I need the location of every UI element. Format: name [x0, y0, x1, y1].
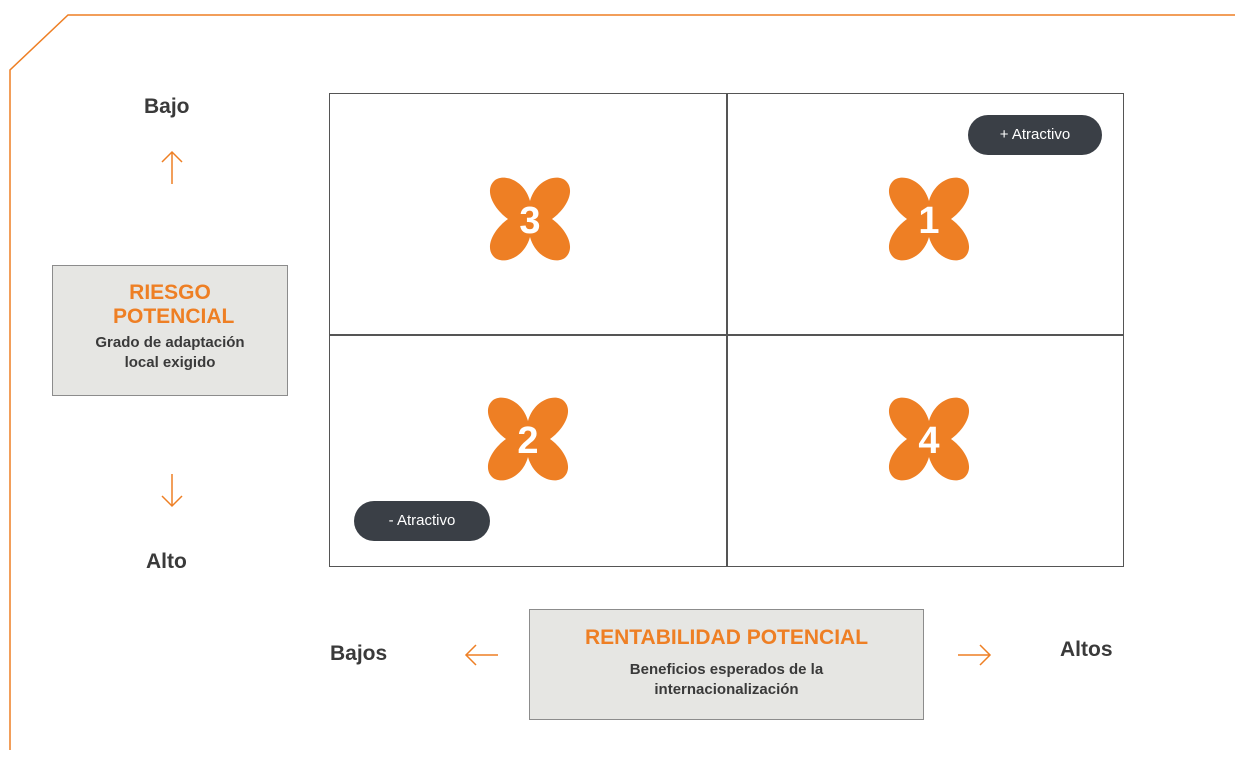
quadrant-4-number: 4 — [918, 420, 939, 462]
arrow-up-icon — [161, 150, 183, 184]
vertical-axis-bottom-label: Alto — [146, 550, 187, 573]
vertical-axis-title: RIESGO POTENCIAL — [113, 281, 235, 328]
matrix-horizontal-divider — [330, 334, 1123, 336]
quadrant-1-marker: 1 — [888, 177, 970, 261]
horizontal-axis-label-box: RENTABILIDAD POTENCIAL Beneficios espera… — [529, 609, 924, 720]
matrix-vertical-divider — [726, 94, 728, 566]
arrow-down-icon — [161, 474, 183, 508]
vertical-axis-subtitle: Grado de adaptación local exigido — [95, 334, 245, 371]
quadrant-4-marker: 4 — [888, 397, 970, 481]
vertical-axis-label-box: RIESGO POTENCIAL Grado de adaptación loc… — [52, 265, 288, 396]
vertical-axis-top-label: Bajo — [144, 95, 190, 118]
quadrant-3-number: 3 — [519, 200, 540, 242]
horizontal-axis-title: RENTABILIDAD POTENCIAL — [584, 626, 869, 649]
arrow-right-icon — [958, 644, 992, 666]
arrow-left-icon — [464, 644, 498, 666]
horizontal-axis-subtitle: Beneficios esperados de la internacional… — [629, 661, 824, 698]
horizontal-axis-right-label: Altos — [1060, 638, 1113, 661]
quadrant-matrix: + Atractivo - Atractivo — [329, 93, 1124, 567]
most-attractive-tag: + Atractivo — [968, 115, 1102, 155]
quadrant-1-number: 1 — [918, 200, 939, 242]
horizontal-axis-left-label: Bajos — [330, 642, 388, 665]
quadrant-2-marker: 2 — [487, 397, 569, 481]
least-attractive-tag: - Atractivo — [354, 501, 490, 541]
quadrant-3-marker: 3 — [489, 177, 571, 261]
quadrant-2-number: 2 — [517, 420, 538, 462]
